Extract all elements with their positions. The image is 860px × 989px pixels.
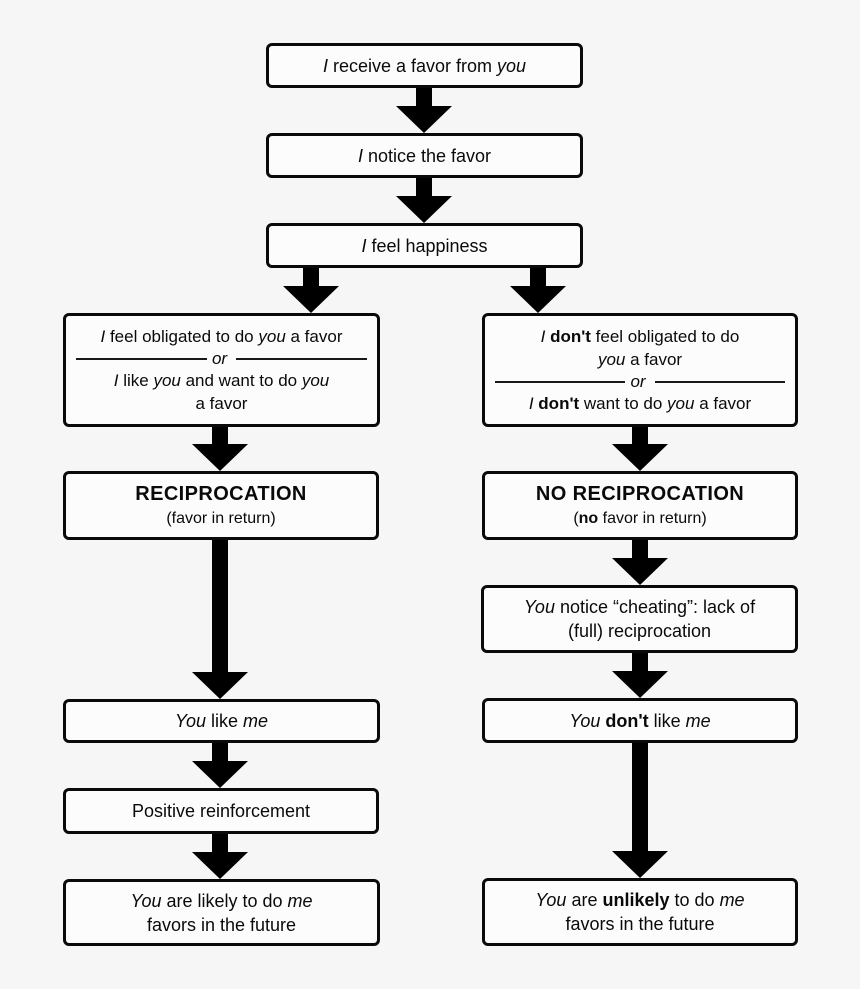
arrow-shaft <box>212 540 228 672</box>
arrow-shaft <box>212 834 228 852</box>
arrow-head-icon <box>192 852 248 879</box>
node-text-line: I feel happiness <box>361 235 488 256</box>
arrow-notice-to-happiness <box>396 178 452 223</box>
arrow-head-icon <box>612 671 668 698</box>
node-dont-feel-obligated: I don't feel obligated to do you a favor o… <box>482 313 798 427</box>
node-feel-obligated: I feel obligated to do you a favor or I li… <box>63 313 380 427</box>
arrow-receive-to-notice <box>396 88 452 133</box>
node-text-line: I feel obligated to do you a favor <box>100 327 343 346</box>
arrow-shaft <box>416 88 432 106</box>
arrow-head-icon <box>612 851 668 878</box>
node-text-line: a favor <box>195 394 248 413</box>
node-text-line: You are likely to do me <box>130 890 313 911</box>
or-label: or <box>630 372 646 391</box>
arrow-positive-to-likely <box>192 834 248 879</box>
arrow-head-icon <box>396 196 452 223</box>
node-text-line: I like you and want to do you <box>113 371 330 390</box>
divider-rule <box>236 357 367 360</box>
arrow-you-dont-like-me-to-unlikely <box>612 743 668 878</box>
arrow-shaft <box>303 268 319 286</box>
node-text-line: You don't like me <box>569 710 711 731</box>
arrow-head-icon <box>510 286 566 313</box>
arrow-head-icon <box>192 444 248 471</box>
arrow-shaft <box>632 653 648 671</box>
or-label: or <box>211 349 228 368</box>
node-text-line: favors in the future <box>565 914 715 934</box>
arrow-shaft <box>530 268 546 286</box>
node-text-line: Positive reinforcement <box>131 801 311 821</box>
arrow-obligated-to-reciprocation <box>192 427 248 471</box>
node-text-line: favors in the future <box>146 914 297 935</box>
node-text-line: I receive a favor from you <box>322 55 527 76</box>
divider-rule <box>76 357 207 360</box>
node-text-line: you a favor <box>597 350 683 369</box>
divider-rule <box>495 380 626 383</box>
node-text-line: (no favor in return) <box>573 510 707 527</box>
node-notice-favor: I notice the favor <box>266 133 583 178</box>
node-text-line: NO RECIPROCATION <box>535 483 745 505</box>
arrow-shaft <box>632 540 648 558</box>
arrow-happiness-to-not-obligated <box>510 268 566 313</box>
arrow-head-icon <box>612 558 668 585</box>
arrow-shaft <box>416 178 432 196</box>
node-you-like-me: You like me <box>63 699 380 743</box>
node-you-dont-like-me: You don't like me <box>482 698 798 743</box>
arrow-happiness-to-obligated <box>283 268 339 313</box>
node-text-line: RECIPROCATION <box>135 483 307 505</box>
node-feel-happiness: I feel happiness <box>266 223 583 268</box>
node-text-line: I notice the favor <box>357 145 492 166</box>
node-likely-favors: You are likely to do me favors in the fut… <box>63 879 380 946</box>
arrow-head-icon <box>192 761 248 788</box>
arrow-you-like-me-to-positive <box>192 743 248 788</box>
node-receive-favor: I receive a favor from you <box>266 43 583 88</box>
node-text-line: I don't feel obligated to do <box>540 327 740 346</box>
node-text-line: You are unlikely to do me <box>535 890 745 910</box>
node-text-line: (favor in return) <box>166 510 276 527</box>
node-text-line: I don't want to do you a favor <box>528 394 752 413</box>
arrow-cheating-to-you-dont-like-me <box>612 653 668 698</box>
arrow-reciprocation-to-you-like-me <box>192 540 248 699</box>
arrow-shaft <box>632 743 648 851</box>
arrow-no-reciprocation-to-cheating <box>612 540 668 585</box>
arrow-head-icon <box>396 106 452 133</box>
node-text-line: You notice “cheating”: lack of <box>523 597 756 617</box>
or-divider: or <box>490 371 790 392</box>
node-no-reciprocation: NO RECIPROCATION (no favor in return) <box>482 471 798 540</box>
node-text-line: (full) reciprocation <box>567 621 712 641</box>
node-unlikely-favors: You are unlikely to do me favors in the f… <box>482 878 798 946</box>
node-text-line: You like me <box>174 711 269 731</box>
arrow-head-icon <box>612 444 668 471</box>
node-notice-cheating: You notice “cheating”: lack of (full) rec… <box>481 585 798 653</box>
node-positive-reinforcement: Positive reinforcement <box>63 788 379 834</box>
arrow-shaft <box>212 743 228 761</box>
divider-rule <box>654 380 785 383</box>
node-reciprocation: RECIPROCATION (favor in return) <box>63 471 379 540</box>
arrow-head-icon <box>192 672 248 699</box>
arrow-head-icon <box>283 286 339 313</box>
arrow-shaft <box>632 427 648 444</box>
arrow-shaft <box>212 427 228 444</box>
arrow-not-obligated-to-no-reciprocation <box>612 427 668 471</box>
or-divider: or <box>71 348 372 369</box>
